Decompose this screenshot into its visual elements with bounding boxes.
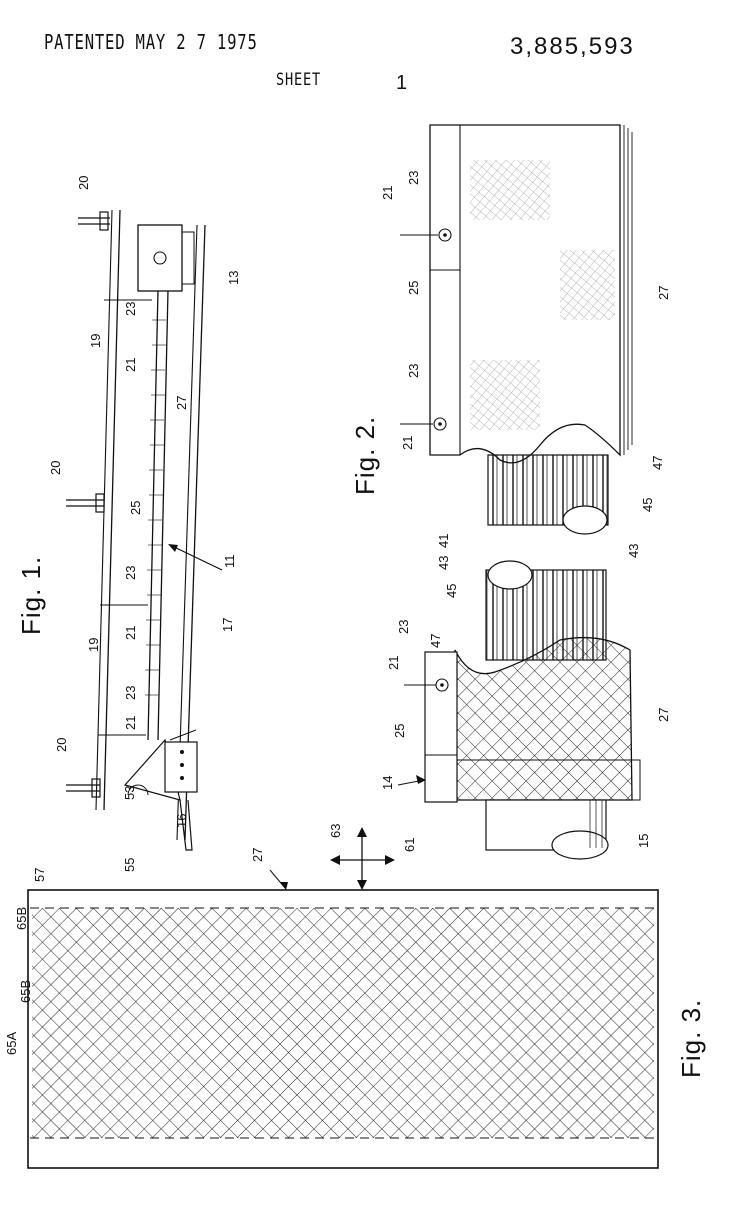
label-25-bottom: 25 <box>392 724 407 738</box>
label-47-bottom: 47 <box>428 634 443 648</box>
label-21-bottom: 21 <box>386 656 401 670</box>
figure-3-labels: 57 55 27 63 61 65B 65B 65A <box>4 824 417 1055</box>
patented-date-stamp: PATENTED MAY 2 7 1975 <box>44 30 258 54</box>
label-25: 25 <box>128 501 143 515</box>
label-65b-a: 65B <box>14 907 29 930</box>
label-23-mid: 23 <box>406 364 421 378</box>
label-19-a: 19 <box>88 334 103 348</box>
figure-1-apparatus <box>66 209 223 851</box>
label-16: 16 <box>174 814 189 828</box>
label-15: 15 <box>636 834 651 848</box>
figure-1-labels: 20 20 20 19 19 13 23 23 23 21 21 21 27 2… <box>48 176 241 828</box>
sheet-label: SHEET <box>276 70 321 90</box>
label-17: 17 <box>220 618 235 632</box>
label-20-a: 20 <box>76 176 91 190</box>
patent-number: 3,885,593 <box>510 33 635 60</box>
label-41: 41 <box>436 534 451 548</box>
figure-2-labels: 21 23 25 23 21 27 47 45 43 43 41 45 47 2… <box>380 171 671 848</box>
label-27-top: 27 <box>656 286 671 300</box>
label-65a: 65A <box>4 1032 19 1055</box>
figure-3-mesh-sheet <box>27 827 659 1169</box>
label-43-top: 43 <box>626 544 641 558</box>
label-21-c: 21 <box>123 716 138 730</box>
label-57: 57 <box>32 868 47 882</box>
label-23-top: 23 <box>406 171 421 185</box>
label-20-b: 20 <box>48 461 63 475</box>
label-13: 13 <box>226 271 241 285</box>
label-23-bottom: 23 <box>396 620 411 634</box>
label-23-a: 23 <box>123 302 138 316</box>
label-23-c: 23 <box>123 686 138 700</box>
label-20-c: 20 <box>54 738 69 752</box>
label-19-b: 19 <box>86 638 101 652</box>
figure-3-caption: Fig. 3. <box>676 999 706 1078</box>
label-27: 27 <box>174 396 189 410</box>
figure-2-caption: Fig. 2. <box>350 416 380 495</box>
label-21-top: 21 <box>380 186 395 200</box>
label-43-bottom: 43 <box>436 556 451 570</box>
label-27-bottom: 27 <box>656 708 671 722</box>
label-63: 63 <box>328 824 343 838</box>
sheet-number: 1 <box>396 72 408 94</box>
label-45-top: 45 <box>640 498 655 512</box>
label-45-bottom: 45 <box>444 584 459 598</box>
label-65b-b: 65B <box>18 980 33 1003</box>
label-23-b: 23 <box>123 566 138 580</box>
label-25-top: 25 <box>406 281 421 295</box>
label-61: 61 <box>402 838 417 852</box>
label-55: 55 <box>122 858 137 872</box>
label-53: 53 <box>122 786 137 800</box>
label-21-b: 21 <box>123 626 138 640</box>
figure-1-caption: Fig. 1. <box>16 556 46 635</box>
label-21-a: 21 <box>123 358 138 372</box>
label-14: 14 <box>380 776 395 790</box>
label-47-top: 47 <box>650 456 665 470</box>
figure-2-hose-assembly <box>397 124 641 860</box>
label-27-fig3: 27 <box>250 848 265 862</box>
label-11: 11 <box>222 555 237 569</box>
label-21-mid: 21 <box>400 436 415 450</box>
